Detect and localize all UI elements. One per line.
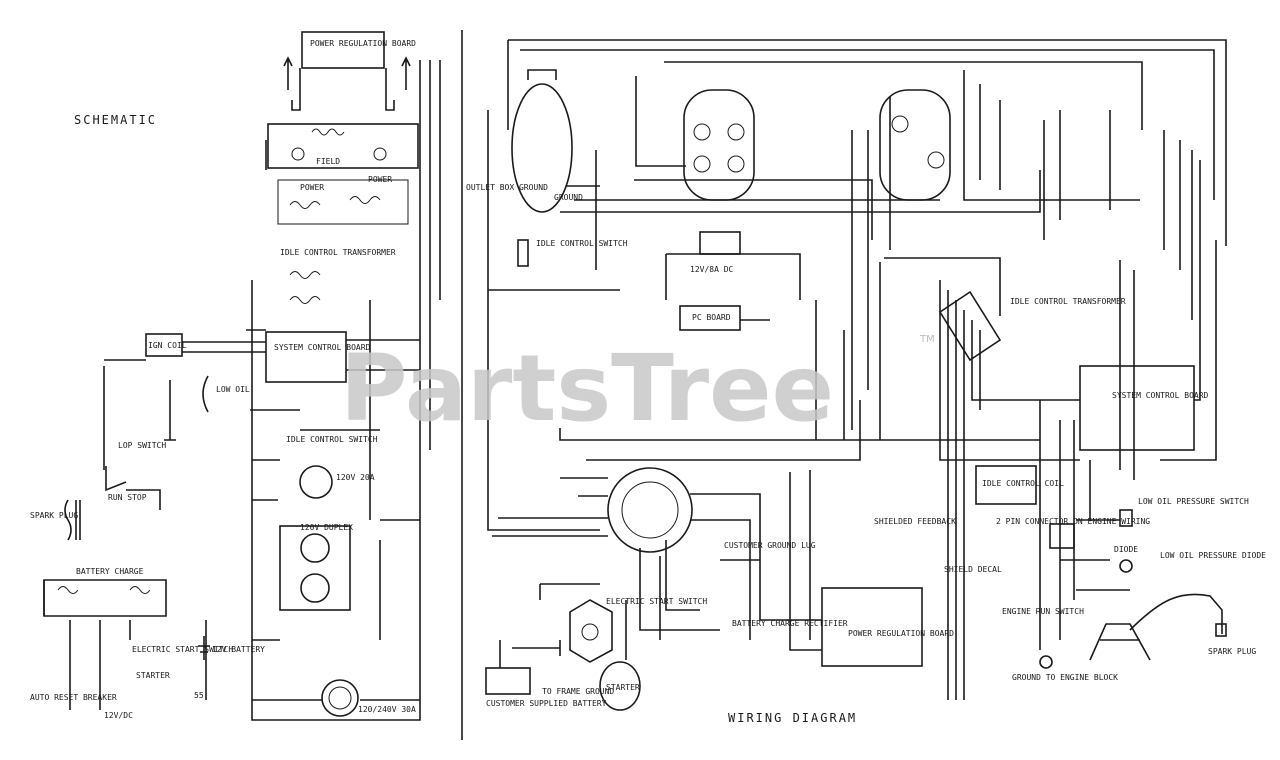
wiring-diagram-title: WIRING DIAGRAM: [728, 711, 857, 725]
schematic-run-stop-label: RUN STOP: [108, 493, 147, 502]
wiring-low-oil-pressure-diode-label: LOW OIL PRESSURE DIODE: [1160, 551, 1266, 560]
wiring-idle-control-transformer: [938, 290, 1002, 362]
schematic-120v-20a-label: 120V 20A: [336, 473, 375, 482]
schematic-idle-control-transformer-label: IDLE CONTROL TRANSFORMER: [280, 248, 396, 257]
wiring-pc-board-label: PC BOARD: [692, 313, 731, 322]
wiring-idle-control-coil: [975, 465, 1037, 505]
wiring-2-pin-connector: [1049, 523, 1075, 549]
wiring-shielded-feedback-label: SHIELDED FEEDBACK: [874, 517, 956, 526]
wiring-idle-control-switch: [517, 239, 529, 267]
wiring-duplex-receptacle-1: [683, 89, 755, 201]
schematic-power-regulation-board: [301, 31, 385, 69]
wiring-pc-board: [679, 305, 741, 331]
schematic-12v-dc-label: 12V/DC: [104, 711, 133, 720]
schematic-section: POWER REGULATION BOARD FIELD POWER POWER…: [30, 31, 441, 721]
wiring-12v-rectifier: [699, 231, 741, 255]
schematic-title: SCHEMATIC: [74, 113, 157, 127]
parts-tree-watermark: PartsTree: [340, 335, 834, 442]
schematic-ign-coil-label: IGN COIL: [148, 341, 187, 350]
wiring-system-control-board: [1079, 365, 1195, 451]
trademark-symbol: TM: [919, 334, 935, 345]
schematic-battery-charge-label: BATTERY CHARGE: [76, 567, 144, 576]
schematic-power-left-label: POWER: [300, 183, 324, 192]
wiring-ground-label: GROUND: [554, 193, 583, 202]
schematic-system-control-board: [265, 331, 347, 383]
wiring-ground-to-engine-block-label: GROUND TO ENGINE BLOCK: [1012, 673, 1118, 682]
wiring-outlet-oval: [511, 83, 573, 213]
schematic-starter-label: STARTER: [136, 671, 170, 680]
wiring-spark-plug-coil: [1089, 623, 1151, 661]
schematic-duplex-receptacle: [279, 525, 351, 611]
wiring-idle-control-transformer-label: IDLE CONTROL TRANSFORMER: [1010, 297, 1126, 306]
wiring-customer-battery: [485, 667, 531, 695]
wiring-starter: [599, 661, 641, 711]
wiring-outlet-box-ground-label: OUTLET BOX GROUND: [466, 183, 548, 192]
wiring-shield-decal-label: SHIELD DECAL: [944, 565, 1002, 574]
wiring-customer-supplied-battery-label: CUSTOMER SUPPLIED BATTERY: [486, 699, 607, 708]
wiring-low-oil-pressure-switch-label: LOW OIL PRESSURE SWITCH: [1138, 497, 1249, 506]
wiring-customer-ground-lug-label: CUSTOMER GROUND LUG: [724, 541, 816, 550]
schematic-auto-reset-label: AUTO RESET BREAKER: [30, 693, 117, 702]
schematic-12v-battery-label: 12V BATTERY: [212, 645, 265, 654]
wiring-power-regulation-board-label: POWER REGULATION BOARD: [848, 629, 954, 638]
wiring-electric-start-switch-label: ELECTRIC START SWITCH: [606, 597, 707, 606]
schematic-120-240v-outlet: [321, 679, 359, 717]
schematic-electric-start-switch-label: ELECTRIC START SWITCH: [132, 645, 233, 654]
wiring-2-pin-connector-label: 2 PIN CONNECTOR ON ENGINE WIRING: [996, 517, 1150, 526]
schematic-power-coils-box: [277, 179, 409, 225]
schematic-spark-plug-label: SPARK PLUG: [30, 511, 78, 520]
wiring-power-regulation-board: [821, 587, 923, 667]
schematic-field-label: FIELD: [316, 157, 340, 166]
wiring-engine-run-switch-label: ENGINE RUN SWITCH: [1002, 607, 1084, 616]
schematic-power-right-label: POWER: [368, 175, 392, 184]
wiring-section: OUTLET BOX GROUND GROUND IDLE CONTROL SW…: [466, 39, 1266, 711]
schematic-field-box: [267, 123, 419, 169]
wiring-diode-label: DIODE: [1114, 545, 1138, 554]
wiring-frame-ground-label: TO FRAME GROUND: [542, 687, 614, 696]
schematic-120v-20a-outlet: [299, 465, 333, 499]
schematic-idle-control-switch-label: IDLE CONTROL SWITCH: [286, 435, 378, 444]
wiring-stator-connector: [607, 467, 693, 553]
schematic-ign-coil: [145, 333, 183, 357]
wiring-idle-control-coil-label: IDLE CONTROL COIL: [982, 479, 1064, 488]
wiring-spark-plug-label: SPARK PLUG: [1208, 647, 1256, 656]
schematic-low-oil-label: LOW OIL: [216, 385, 250, 394]
wiring-electric-start-switch: [569, 599, 613, 663]
schematic-lop-switch-label: LOP SWITCH: [118, 441, 166, 450]
schematic-55-label: 55: [194, 691, 204, 700]
wiring-idle-control-switch-label: IDLE CONTROL SWITCH: [536, 239, 628, 248]
wiring-12v-8a-label: 12V/8A DC: [690, 265, 734, 274]
wiring-system-control-board-label: SYSTEM CONTROL BOARD: [1112, 391, 1209, 400]
schematic-power-regulation-board-label: POWER REGULATION BOARD: [310, 39, 416, 48]
schematic-duplex-label: 120V DUPLEX: [300, 523, 353, 532]
schematic-120-240v-label: 120/240V 30A: [358, 705, 416, 714]
schematic-system-control-board-label: SYSTEM CONTROL BOARD: [274, 343, 371, 352]
wiring-starter-label: STARTER: [606, 683, 640, 692]
